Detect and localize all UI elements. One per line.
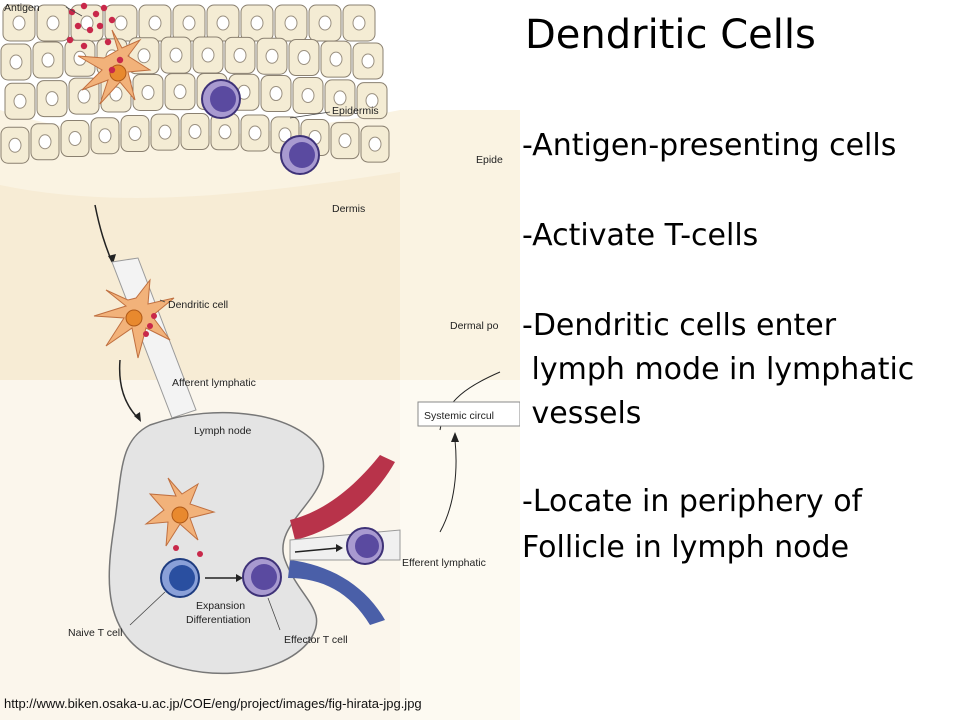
naive-t-cell bbox=[160, 558, 200, 598]
skin-cell-nucleus bbox=[361, 53, 375, 69]
skin-cell-nucleus bbox=[9, 54, 23, 70]
skin-cell-nucleus bbox=[13, 93, 27, 109]
label-systemic-circulation: Systemic circul bbox=[424, 410, 494, 422]
effector-t-cell bbox=[242, 557, 282, 597]
node-dendritic-cell bbox=[144, 477, 216, 557]
source-url: http://www.biken.osaka-u.ac.jp/COE/eng/p… bbox=[4, 696, 422, 711]
antigen-dot bbox=[108, 16, 116, 24]
label-dermal-cut: Dermal po bbox=[450, 320, 499, 332]
label-naive-t-cell: Naive T cell bbox=[68, 627, 122, 639]
skin-cell-nucleus bbox=[173, 84, 187, 100]
skin-cell-nucleus bbox=[269, 86, 283, 102]
bullet-locate-periphery: -Locate in periphery of bbox=[522, 484, 863, 519]
antigen-dot bbox=[92, 10, 100, 18]
skin-cell-nucleus bbox=[365, 93, 379, 109]
antigen-dots bbox=[66, 2, 124, 74]
epidermal-t-cell-1 bbox=[201, 79, 241, 119]
skin-cell-nucleus bbox=[45, 91, 59, 107]
bullet-dendritic-enter: -Dendritic cells enter bbox=[522, 308, 837, 343]
skin-cell-nucleus bbox=[182, 15, 196, 31]
antigen-dot bbox=[96, 22, 104, 30]
skin-cell-nucleus bbox=[141, 84, 155, 100]
label-dendritic-cell: Dendritic cell bbox=[168, 299, 228, 311]
bullet-activate-t-cells: -Activate T-cells bbox=[522, 218, 759, 253]
skin-cell-nucleus bbox=[216, 15, 230, 31]
immunology-figure: Antigen Epidermis Epide Dermis Dendritic… bbox=[0, 0, 520, 720]
label-afferent-lymphatic: Afferent lymphatic bbox=[172, 377, 256, 389]
skin-cell-nucleus bbox=[248, 125, 262, 141]
skin-cell-nucleus bbox=[188, 124, 202, 140]
antigen-dot bbox=[104, 38, 112, 46]
skin-cell-nucleus bbox=[12, 15, 26, 31]
skin-cell-nucleus bbox=[114, 15, 128, 31]
label-expansion: Expansion bbox=[196, 600, 245, 612]
vein bbox=[288, 560, 385, 625]
artery bbox=[290, 455, 395, 540]
slide-title: Dendritic Cells bbox=[525, 12, 816, 58]
bullet-locate-periphery-line2: Follicle in lymph node bbox=[522, 530, 850, 565]
skin-cell-nucleus bbox=[333, 90, 347, 106]
lymph-node bbox=[108, 411, 325, 675]
skin-cell-nucleus bbox=[218, 124, 232, 140]
skin-cell-nucleus bbox=[318, 15, 332, 31]
skin-cell-nucleus bbox=[368, 136, 382, 152]
skin-cell-nucleus bbox=[301, 88, 315, 104]
skin-cell-nucleus bbox=[41, 52, 55, 68]
skin-cell-nucleus bbox=[352, 15, 366, 31]
skin-cell-nucleus bbox=[137, 48, 151, 64]
label-antigen: Antigen bbox=[4, 2, 40, 14]
skin-cell-nucleus bbox=[284, 15, 298, 31]
skin-cell-nucleus bbox=[265, 48, 279, 64]
skin-cell-nucleus bbox=[8, 137, 22, 153]
bullet-dendritic-enter-line3: vessels bbox=[522, 396, 642, 431]
skin-cell-nucleus bbox=[98, 128, 112, 144]
label-differentiation: Differentiation bbox=[186, 614, 251, 626]
bullet-dendritic-enter-line2: lymph mode in lymphatic bbox=[522, 352, 915, 387]
skin-cell-nucleus bbox=[38, 134, 52, 150]
bullet-antigen-presenting: -Antigen-presenting cells bbox=[522, 128, 897, 163]
antigen-dot bbox=[80, 42, 88, 50]
skin-cell-nucleus bbox=[233, 47, 247, 63]
label-lymph-node: Lymph node bbox=[194, 425, 252, 437]
antigen-dot bbox=[100, 4, 108, 12]
dermal-dendritic-cell bbox=[93, 278, 175, 359]
systemic-circulation-box bbox=[417, 401, 520, 427]
antigen-dot bbox=[80, 2, 88, 10]
antigen-dot bbox=[74, 22, 82, 30]
antigen-dot bbox=[108, 66, 116, 74]
epidermal-t-cell-2 bbox=[280, 135, 320, 175]
skin-cell-nucleus bbox=[297, 50, 311, 66]
antigen-dot bbox=[68, 8, 76, 16]
label-effector-t-cell: Effector T cell bbox=[284, 634, 348, 646]
antigen-dot bbox=[86, 26, 94, 34]
skin-cell-nucleus bbox=[169, 47, 183, 63]
efferent-t-cell bbox=[346, 527, 384, 565]
label-epidermis: Epidermis bbox=[332, 105, 379, 117]
skin-cell-nucleus bbox=[77, 88, 91, 104]
label-epide-cut: Epide bbox=[476, 154, 503, 166]
skin-cell-nucleus bbox=[250, 15, 264, 31]
skin-cell-nucleus bbox=[46, 15, 60, 31]
skin-cell-nucleus bbox=[201, 47, 215, 63]
epidermis-cells bbox=[0, 4, 390, 164]
label-efferent-lymphatic: Efferent lymphatic bbox=[402, 557, 486, 569]
skin-cell-nucleus bbox=[158, 124, 172, 140]
skin-cell-nucleus bbox=[128, 126, 142, 142]
label-dermis: Dermis bbox=[332, 203, 365, 215]
skin-cell-nucleus bbox=[68, 131, 82, 147]
skin-cell-nucleus bbox=[148, 15, 162, 31]
afferent-lymphatic-vessel bbox=[111, 257, 197, 419]
antigen-dot bbox=[116, 56, 124, 64]
skin-cell-nucleus bbox=[338, 133, 352, 149]
skin-cell-nucleus bbox=[329, 51, 343, 67]
antigen-dot bbox=[66, 36, 74, 44]
